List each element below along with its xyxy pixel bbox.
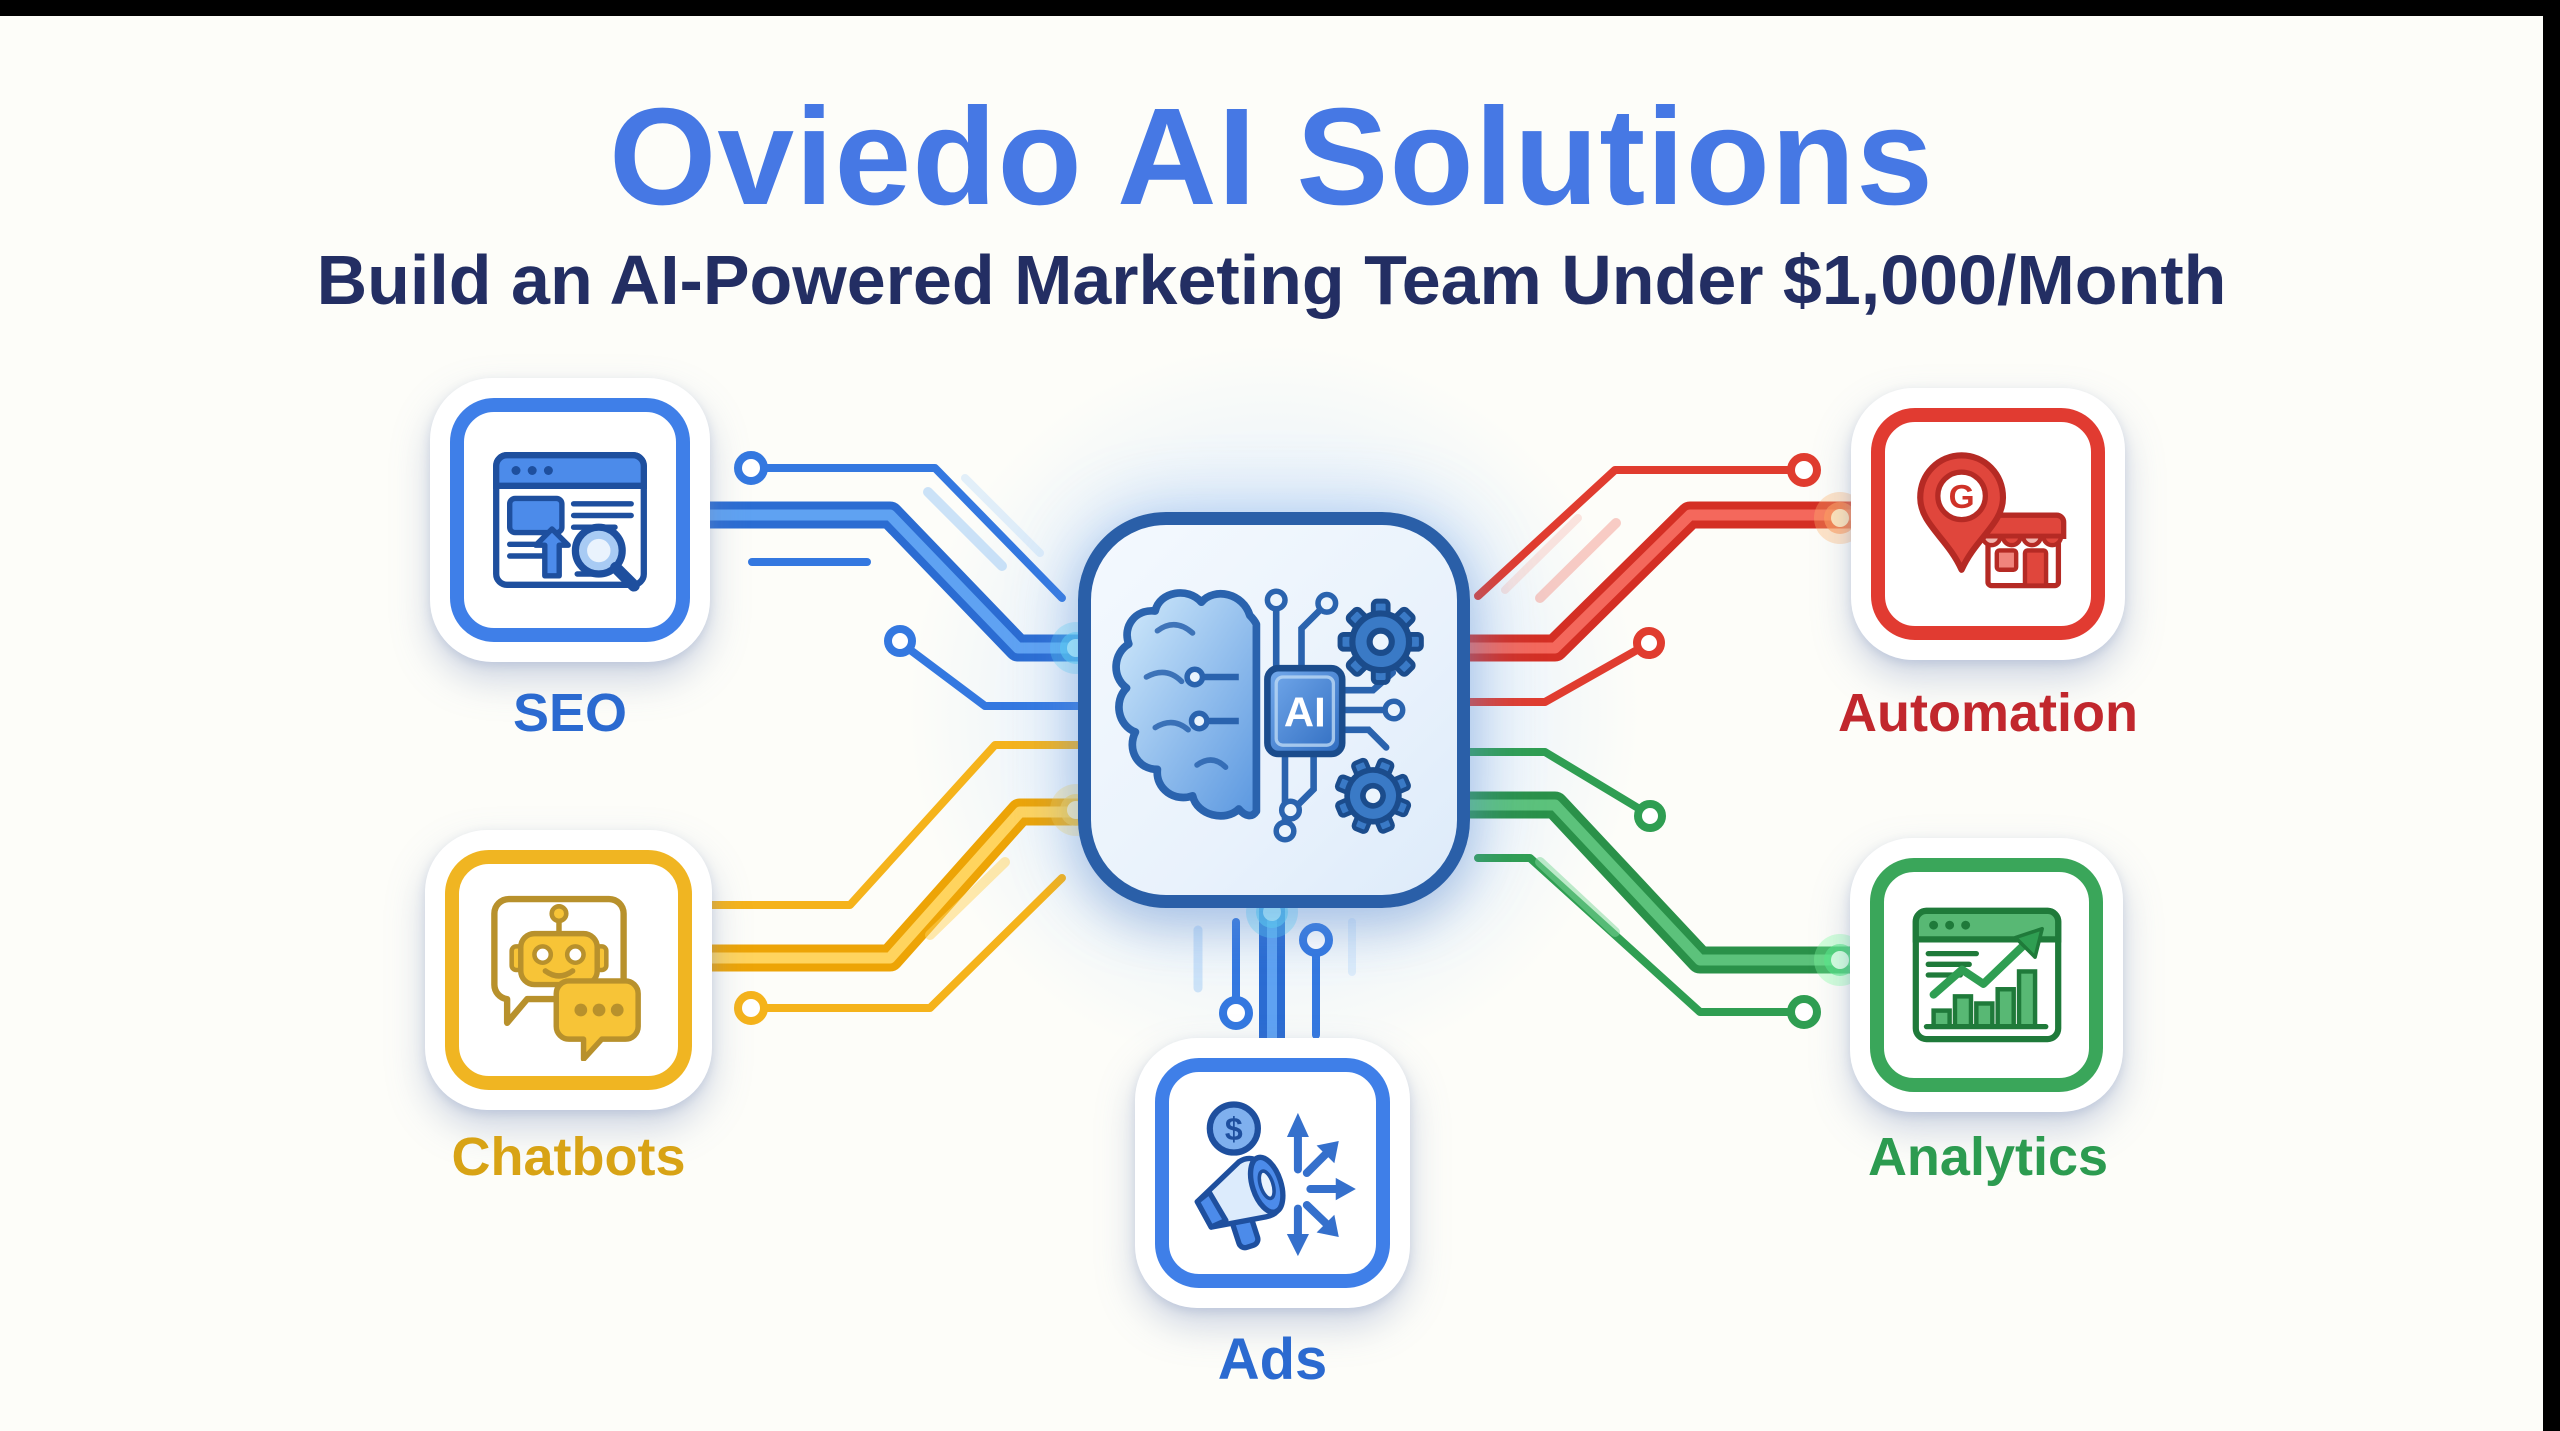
node-label-automation: Automation	[1838, 683, 2138, 743]
analytics-card-ring	[1870, 858, 2103, 1092]
node-card-seo	[430, 378, 710, 662]
trace-chatbots-to-center	[696, 741, 1102, 1025]
node-card-automation: G	[1851, 388, 2125, 660]
node-card-ai-core: AI	[1078, 512, 1470, 908]
seo-browser-search-icon	[493, 452, 647, 592]
node-card-chatbots	[425, 830, 712, 1110]
page-subtitle: Build an AI-Powered Marketing Team Under…	[316, 241, 2227, 319]
megaphone-ads-icon: $	[1194, 1101, 1356, 1257]
node-label-chatbots: Chatbots	[451, 1127, 686, 1187]
ads-card-ring: $	[1155, 1058, 1390, 1288]
analytics-chart-icon	[1912, 907, 2061, 1043]
ai-chip-label: AI	[1284, 689, 1326, 736]
node-card-ads: $	[1135, 1038, 1410, 1308]
coin-symbol: $	[1224, 1111, 1242, 1147]
node-label-analytics: Analytics	[1867, 1127, 2109, 1187]
letterbox-right-bar	[2543, 0, 2560, 1431]
node-card-analytics	[1850, 838, 2123, 1112]
page-title: Oviedo AI Solutions	[609, 80, 1934, 234]
node-label-seo: SEO	[512, 683, 628, 743]
trace-seo-to-center	[696, 451, 1102, 710]
ai-brain-chip-icon: AI	[1112, 588, 1439, 875]
node-label-ads: Ads	[1217, 1327, 1328, 1392]
automation-card-ring: G	[1871, 408, 2105, 640]
trace-center-to-automation	[1456, 453, 1866, 706]
chatbot-robot-icon	[490, 895, 641, 1061]
letterbox-top-bar	[0, 0, 2560, 16]
google-business-pin-store-icon: G	[1917, 452, 2067, 589]
pin-letter: G	[1949, 479, 1975, 516]
trace-center-to-ads	[1193, 886, 1356, 1051]
trace-center-to-analytics	[1456, 748, 1866, 1029]
seo-card-ring	[450, 398, 690, 642]
chatbots-card-ring	[445, 850, 692, 1090]
